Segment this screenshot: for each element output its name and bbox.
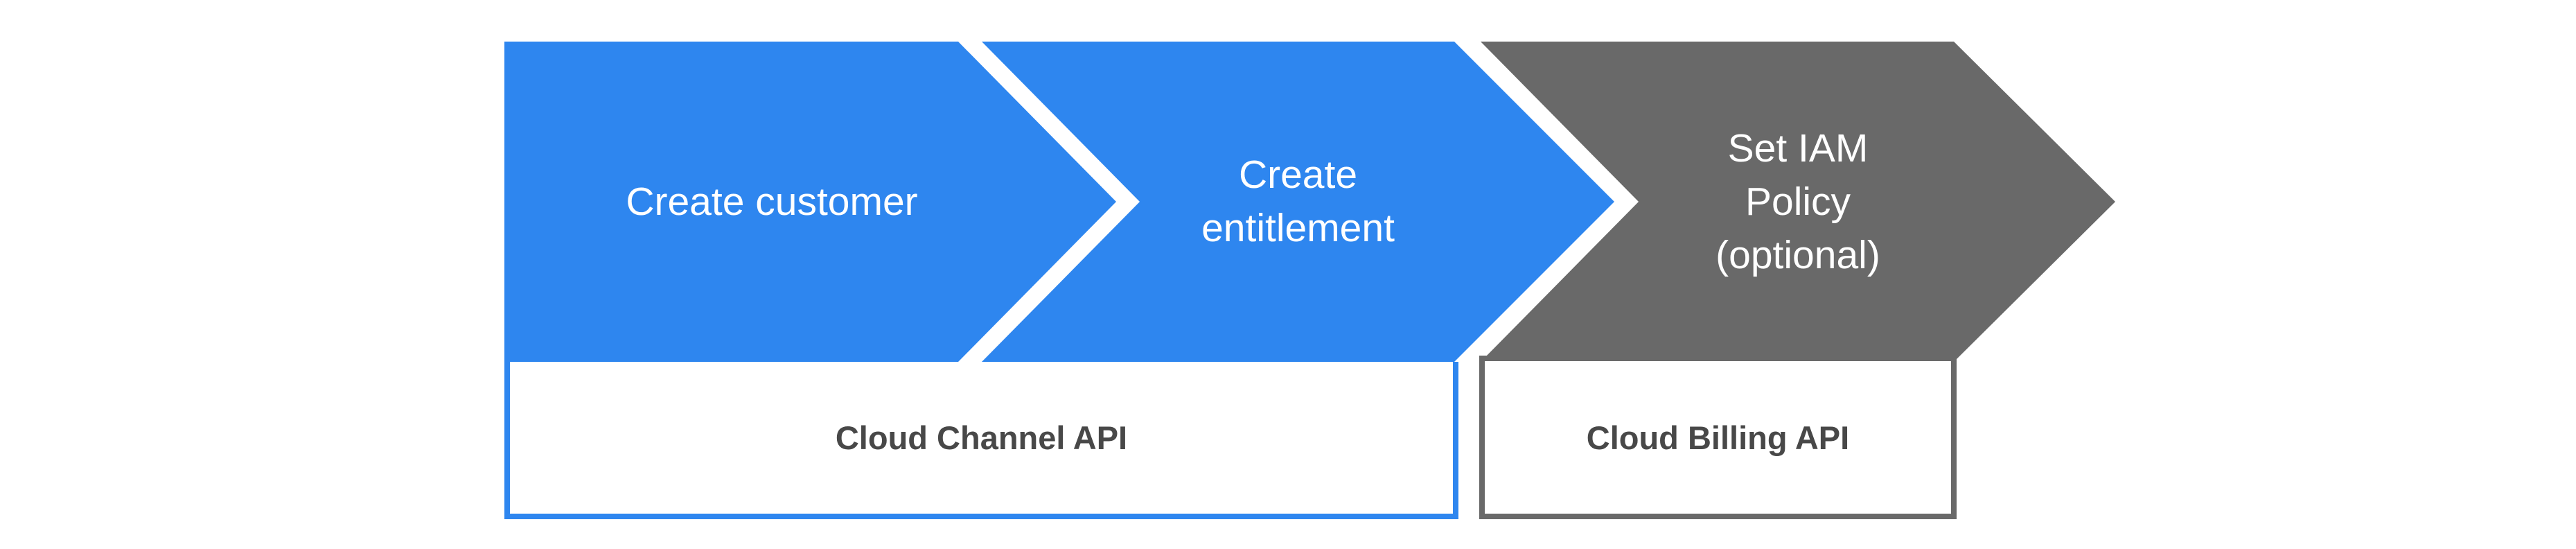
step-label-line: Create — [1238, 152, 1358, 197]
step-label-line: entitlement — [1201, 206, 1395, 250]
api-box-label: Cloud Channel API — [835, 419, 1128, 456]
step-label-line: Create customer — [626, 179, 918, 224]
api-box-cloud-channel: Cloud Channel API — [504, 362, 1458, 519]
step-label-line: Policy — [1745, 179, 1851, 224]
step-arrow-create-customer: Create customer — [504, 42, 1116, 362]
step-label-line: Set IAM — [1727, 125, 1869, 171]
step-label-line: (optional) — [1715, 232, 1880, 277]
api-box-cloud-billing: Cloud Billing API — [1479, 356, 1957, 519]
api-box-label: Cloud Billing API — [1586, 419, 1850, 456]
